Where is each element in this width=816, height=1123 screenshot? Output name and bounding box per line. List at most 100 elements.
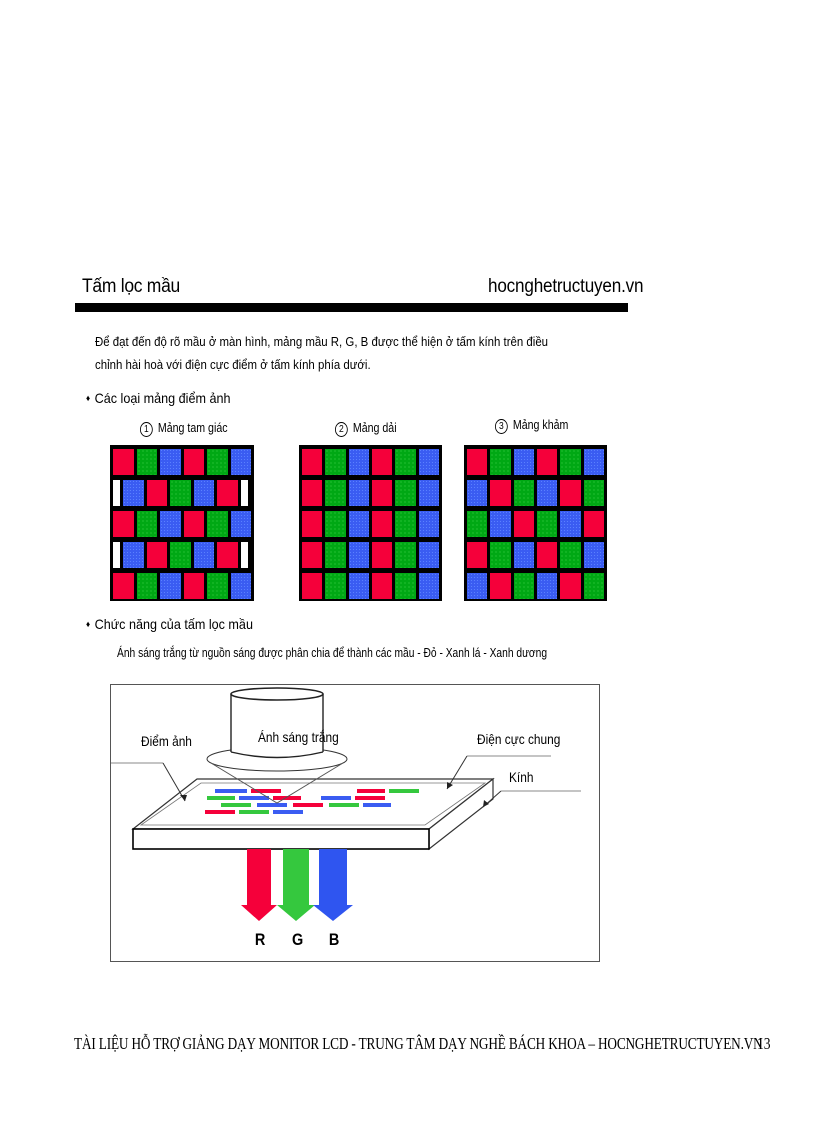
pixel-cell-b [348, 511, 369, 537]
pixel-cell-g [325, 573, 346, 599]
pixel-row [302, 511, 439, 537]
pixel-cell-g [325, 542, 346, 568]
pixel-cell-g [536, 511, 558, 537]
pixel-cell-r [467, 542, 488, 568]
pixel-cell-b [560, 511, 581, 537]
pixel-row [467, 511, 604, 537]
pixel-cell-g [395, 480, 416, 506]
pixel-cell-b [230, 449, 251, 475]
color-filter-diagram: Ánh sáng trắng Điểm ảnh Điện cực chung K… [110, 684, 600, 962]
pixel-row [467, 449, 604, 475]
pixel-cell-b [513, 542, 534, 568]
pixel-cell-b [193, 480, 215, 506]
pixel-cell-r [560, 480, 581, 506]
pixel-cell-r [536, 449, 558, 475]
pixel-cell-r [113, 511, 134, 537]
slide-title: Tấm lọc mầu [82, 276, 180, 297]
pixel-cell-b [348, 573, 369, 599]
pixel-row [302, 480, 439, 506]
pixel-cell-b [467, 573, 488, 599]
pixel-cell-b [536, 480, 558, 506]
pixel-cell-b [536, 573, 558, 599]
diamond-bullet-icon: ♦ [86, 393, 91, 403]
pixel-cell-r [302, 449, 323, 475]
page-number: 13 [757, 1034, 771, 1053]
pixel-cell-r [371, 511, 393, 537]
pixel-cell-r [371, 449, 393, 475]
triangle-array-grid [110, 445, 254, 601]
pixel-cell-b [230, 511, 251, 537]
circled-number-icon: 1 [140, 422, 153, 437]
pixel-cell-g [136, 511, 157, 537]
pixel-cell-g [560, 449, 581, 475]
pixel-cell-r [302, 542, 323, 568]
pixel-cell-b [193, 542, 215, 568]
pixel-cell-b [123, 542, 144, 568]
pixel-cell-b [583, 542, 604, 568]
intro-paragraph: Để đạt đến độ rõ mầu ở màn hình, mảng mầ… [95, 330, 623, 376]
intro-line-1: Để đạt đến độ rõ mầu ở màn hình, mảng mầ… [95, 334, 549, 349]
pixel-cell-r [183, 511, 204, 537]
pixel-cell-g [170, 542, 191, 568]
pixel-cell-b [490, 511, 511, 537]
pixel-cell-r [302, 480, 323, 506]
pixel-cell-w [240, 480, 248, 506]
pixel-cell-g [395, 511, 416, 537]
pixel-row [467, 480, 604, 506]
pixel-cell-b [123, 480, 144, 506]
pixel-cell-r [467, 449, 488, 475]
title-divider-bar [75, 303, 628, 312]
glass-label: Kính [509, 769, 534, 785]
pixel-cell-g [583, 480, 604, 506]
intro-line-2: chỉnh hài hoà với điện cực điểm ở tấm kí… [95, 357, 371, 372]
pixel-cell-r [183, 573, 204, 599]
pixel-cell-r [113, 449, 134, 475]
pixel-cell-r [302, 573, 323, 599]
pixel-cell-g [207, 511, 228, 537]
circled-number-icon: 2 [335, 422, 348, 437]
pixel-cell-r [113, 573, 134, 599]
pixel-cell-g [170, 480, 191, 506]
pixel-cell-g [207, 449, 228, 475]
pixel-cell-b [418, 573, 439, 599]
pixel-cell-w [113, 480, 121, 506]
pixel-cell-r [183, 449, 204, 475]
pixel-cell-r [560, 573, 581, 599]
pixel-row [113, 480, 251, 506]
section-heading-text: Chức năng của tấm lọc mầu [94, 616, 253, 632]
pixel-cell-r [371, 542, 393, 568]
stripe-array-grid [299, 445, 442, 601]
pixel-cell-g [490, 542, 511, 568]
output-letter-g: G [291, 930, 304, 949]
pixel-cell-b [513, 449, 534, 475]
pixel-cell-b [467, 480, 488, 506]
section-heading-text: Các loại mảng điểm ảnh [94, 390, 231, 406]
pixel-cell-r [371, 480, 393, 506]
green-arrow-icon [277, 849, 315, 921]
pixel-cell-b [348, 542, 369, 568]
pixel-cell-b [160, 449, 181, 475]
pixel-cell-g [467, 511, 488, 537]
site-name: hocnghetructuyen.vn [488, 276, 644, 297]
array-label-text: Mảng dải [352, 421, 397, 435]
pixel-cell-r [536, 542, 558, 568]
pixel-cell-b [418, 449, 439, 475]
pixel-cell-g [490, 449, 511, 475]
pixel-row [302, 449, 439, 475]
page-footer: TÀI LIỆU HỖ TRỢ GIẢNG DẠY MONITOR LCD - … [74, 1034, 763, 1053]
color-filter-illustration [111, 687, 581, 921]
white-light-label: Ánh sáng trắng [258, 729, 339, 745]
pixel-cell-b [348, 449, 369, 475]
pixel-cell-g [325, 511, 346, 537]
pixel-cell-b [418, 511, 439, 537]
pixel-row [113, 511, 251, 537]
pixel-cell-r [146, 480, 168, 506]
section-heading-filter-function: ♦Chức năng của tấm lọc mầu [86, 616, 253, 632]
diamond-bullet-icon: ♦ [86, 619, 91, 629]
red-arrow-icon [241, 849, 277, 921]
pixel-cell-r [583, 511, 604, 537]
pixel-row [113, 542, 251, 568]
output-letter-b: B [328, 930, 340, 949]
